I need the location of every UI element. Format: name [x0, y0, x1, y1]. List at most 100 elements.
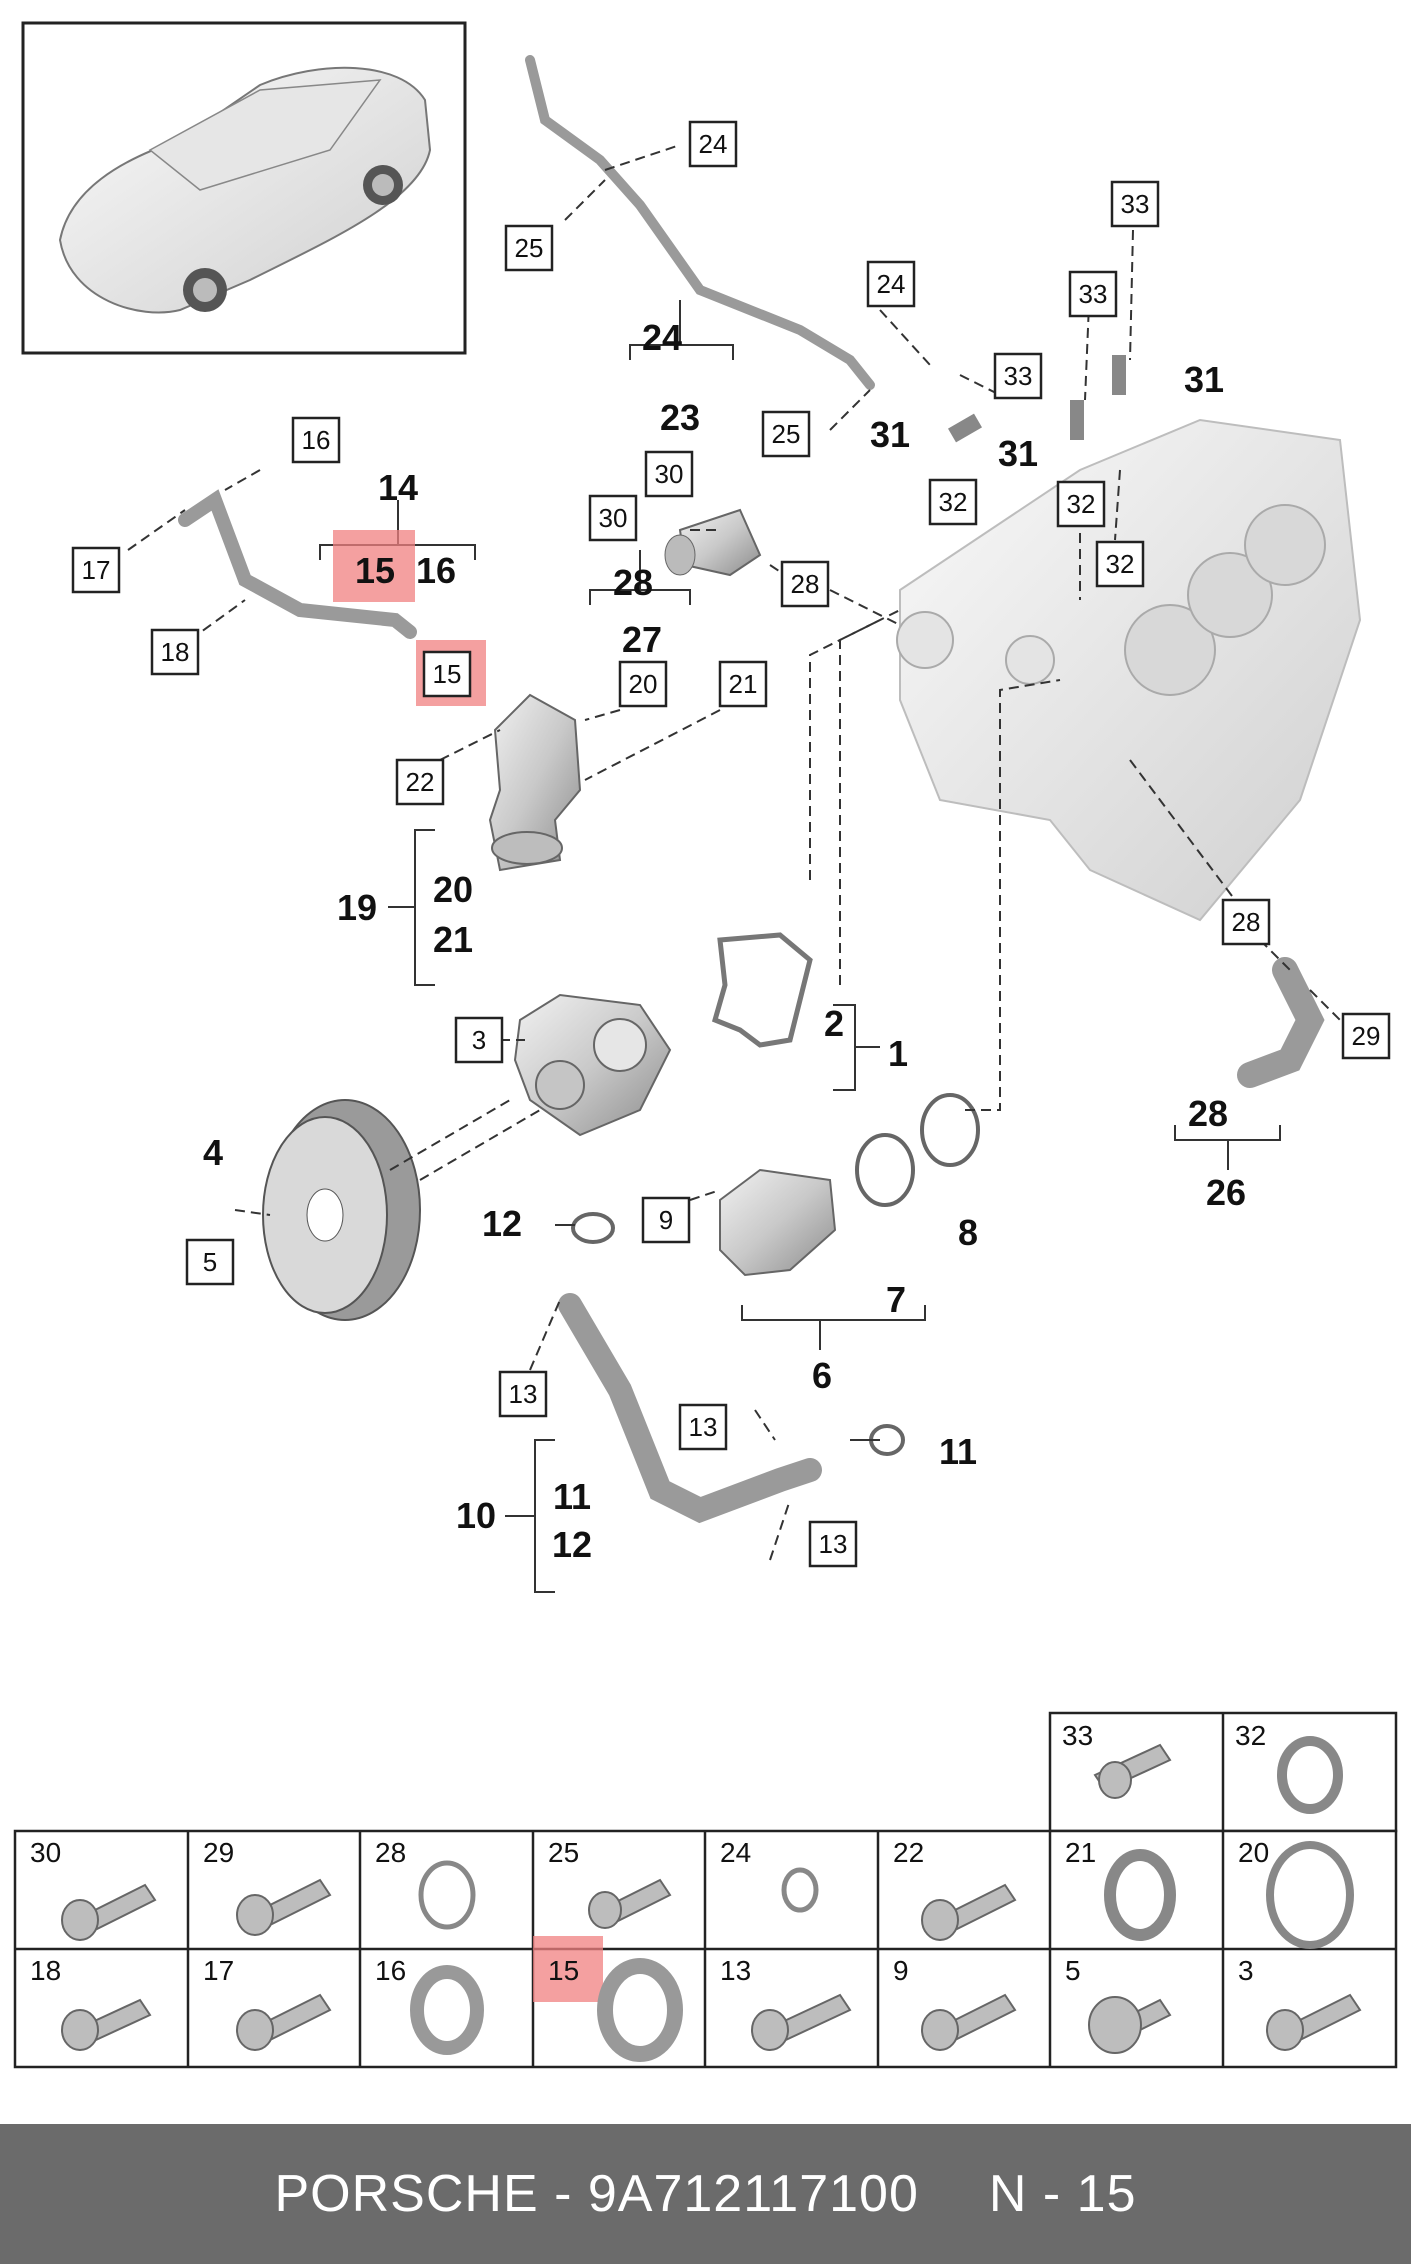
svg-text:12: 12 — [552, 1524, 592, 1565]
svg-text:15: 15 — [433, 659, 462, 689]
svg-text:1: 1 — [888, 1033, 908, 1074]
water-pump — [513, 993, 672, 1137]
coolant-pipe-10 — [558, 1293, 822, 1524]
svg-text:28: 28 — [375, 1837, 406, 1868]
coolant-pipe-14 — [178, 489, 417, 639]
coolant-pipe-23 — [525, 55, 875, 390]
svg-text:30: 30 — [30, 1837, 61, 1868]
svg-text:3: 3 — [1238, 1955, 1254, 1986]
svg-text:29: 29 — [203, 1837, 234, 1868]
svg-text:11: 11 — [553, 1476, 591, 1517]
svg-text:3: 3 — [472, 1025, 486, 1055]
svg-text:17: 17 — [203, 1955, 234, 1986]
svg-text:13: 13 — [509, 1379, 538, 1409]
svg-text:33: 33 — [1004, 361, 1033, 391]
svg-text:32: 32 — [939, 487, 968, 517]
svg-text:32: 32 — [1106, 549, 1135, 579]
svg-text:7: 7 — [886, 1279, 906, 1320]
svg-text:17: 17 — [82, 555, 111, 585]
o-ring-8 — [920, 1093, 980, 1167]
svg-text:10: 10 — [456, 1495, 496, 1536]
svg-text:19: 19 — [337, 887, 377, 928]
svg-text:20: 20 — [1238, 1837, 1269, 1868]
svg-text:22: 22 — [406, 767, 435, 797]
svg-text:2: 2 — [824, 1003, 844, 1044]
svg-text:6: 6 — [812, 1355, 832, 1396]
svg-text:24: 24 — [877, 269, 906, 299]
svg-text:26: 26 — [1206, 1172, 1246, 1213]
bracket-lines — [319, 300, 1281, 1593]
svg-text:15: 15 — [548, 1955, 579, 1986]
svg-text:24: 24 — [642, 317, 682, 358]
svg-text:21: 21 — [1065, 1837, 1096, 1868]
svg-text:27: 27 — [622, 619, 662, 660]
o-ring-12 — [571, 1212, 615, 1244]
parts-diagram: 24 25 24 25 16 17 18 15 30 30 28 20 21 2… — [13, 21, 1398, 2069]
svg-text:30: 30 — [599, 503, 628, 533]
svg-text:25: 25 — [548, 1837, 579, 1868]
boxed-label-text: 24 25 24 25 16 17 18 15 30 30 28 20 21 2… — [82, 129, 1381, 1559]
svg-text:13: 13 — [720, 1955, 751, 1986]
table-highlight-15 — [533, 1936, 603, 2002]
svg-text:33: 33 — [1079, 279, 1108, 309]
svg-text:28: 28 — [1188, 1093, 1228, 1134]
svg-text:5: 5 — [1065, 1955, 1081, 1986]
svg-text:11: 11 — [939, 1431, 977, 1472]
brand-part-number: PORSCHE - 9A712117100 — [274, 2165, 919, 2223]
svg-text:18: 18 — [30, 1955, 61, 1986]
svg-text:14: 14 — [378, 467, 418, 508]
svg-text:13: 13 — [689, 1412, 718, 1442]
svg-text:20: 20 — [433, 869, 473, 910]
svg-text:33: 33 — [1062, 1720, 1093, 1751]
engine-block — [896, 418, 1362, 922]
car-thumbnail — [21, 21, 467, 355]
svg-text:15: 15 — [355, 550, 395, 591]
svg-text:9: 9 — [659, 1205, 673, 1235]
svg-text:24: 24 — [720, 1837, 751, 1868]
svg-text:12: 12 — [482, 1203, 522, 1244]
svg-text:28: 28 — [613, 562, 653, 603]
svg-text:28: 28 — [1232, 907, 1261, 937]
elbow-26 — [1237, 957, 1325, 1088]
svg-text:33: 33 — [1121, 189, 1150, 219]
svg-text:28: 28 — [791, 569, 820, 599]
gasket-2 — [711, 932, 813, 1048]
svg-text:31: 31 — [870, 414, 910, 455]
svg-text:31: 31 — [998, 433, 1038, 474]
svg-text:31: 31 — [1184, 359, 1224, 400]
svg-text:13: 13 — [819, 1529, 848, 1559]
svg-text:22: 22 — [893, 1837, 924, 1868]
svg-text:30: 30 — [655, 459, 684, 489]
diagram-position: N - 15 — [988, 2165, 1137, 2223]
o-ring-7 — [855, 1133, 915, 1207]
svg-text:32: 32 — [1235, 1720, 1266, 1751]
sensors-31 — [948, 355, 1126, 443]
pulley-4 — [262, 1099, 421, 1321]
svg-text:32: 32 — [1067, 489, 1096, 519]
svg-text:24: 24 — [699, 129, 728, 159]
svg-text:29: 29 — [1352, 1021, 1381, 1051]
svg-text:23: 23 — [660, 397, 700, 438]
bold-labels: 24 23 14 15 16 28 27 31 31 31 19 20 21 2… — [203, 317, 1246, 1565]
svg-text:5: 5 — [203, 1247, 217, 1277]
svg-text:25: 25 — [772, 419, 801, 449]
svg-text:20: 20 — [629, 669, 658, 699]
svg-text:16: 16 — [416, 550, 456, 591]
svg-text:16: 16 — [375, 1955, 406, 1986]
svg-text:21: 21 — [433, 919, 473, 960]
leader-lines — [127, 144, 1341, 1561]
boxed-labels — [71, 120, 1391, 1568]
svg-text:4: 4 — [203, 1132, 223, 1173]
svg-text:9: 9 — [893, 1955, 909, 1986]
svg-text:16: 16 — [302, 425, 331, 455]
elbow-27 — [664, 508, 762, 577]
svg-text:25: 25 — [515, 233, 544, 263]
parts-table: 33 32 30 29 28 25 24 22 21 20 18 17 16 1… — [13, 1711, 1398, 2069]
footer-bar: PORSCHE - 9A712117100 N - 15 — [0, 2124, 1411, 2264]
thermostat-6 — [719, 1168, 837, 1277]
thermostat-housing-19 — [488, 693, 582, 872]
svg-text:18: 18 — [161, 637, 190, 667]
svg-text:8: 8 — [958, 1212, 978, 1253]
svg-text:21: 21 — [729, 669, 758, 699]
highlight-15-bracket — [333, 530, 415, 602]
